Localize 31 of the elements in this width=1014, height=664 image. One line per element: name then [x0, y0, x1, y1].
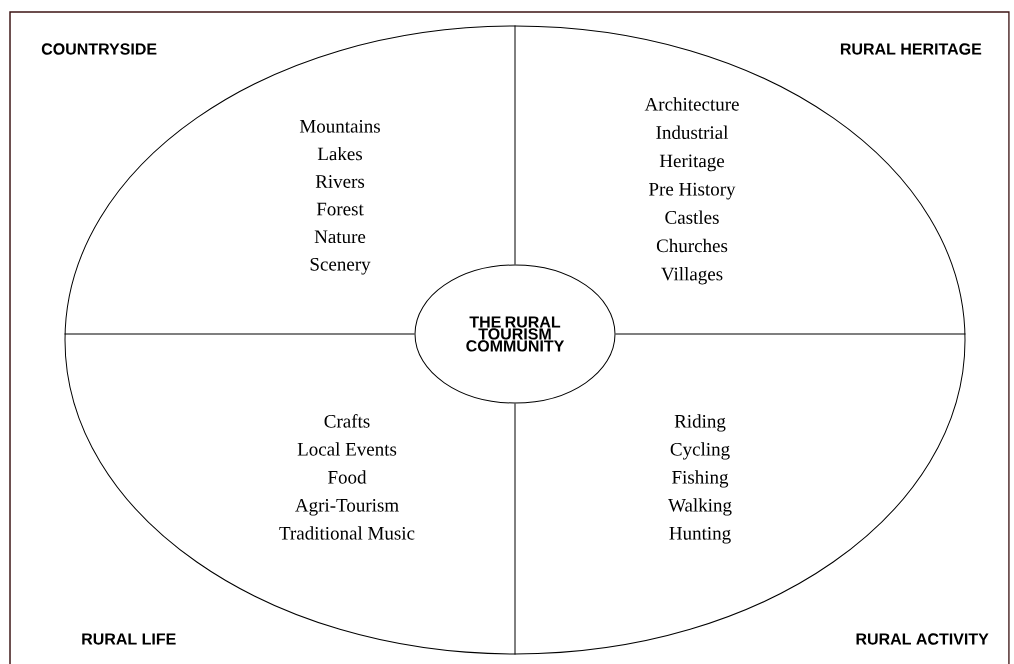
- list-item: Industrial: [656, 125, 729, 139]
- list-item: Fishing: [672, 470, 729, 488]
- list-item: Mountains: [299, 119, 380, 133]
- divider-line: [514, 25, 516, 265]
- divider-line: [615, 333, 966, 335]
- list-item: Architecture: [644, 97, 739, 111]
- list-item: Riding: [674, 414, 726, 432]
- list-item: Heritage: [659, 154, 725, 172]
- list-item: Rivers: [315, 175, 365, 188]
- list-item: Lakes: [317, 146, 362, 161]
- list-item: Forest: [316, 202, 364, 216]
- list-item: Walking: [668, 498, 732, 516]
- list-item: Hunting: [669, 526, 731, 544]
- quadrant-heading: RURAL HERITAGE: [840, 43, 982, 55]
- list-item: Villages: [661, 267, 723, 285]
- list-item: Traditional Music: [279, 526, 415, 540]
- list-item: Local Events: [297, 442, 397, 456]
- list-item: Pre History: [649, 182, 736, 200]
- list-item: Cycling: [670, 442, 730, 460]
- list-item: Nature: [314, 230, 366, 244]
- quadrant-heading: RURAL LIFE: [82, 633, 176, 645]
- list-item: Crafts: [324, 414, 370, 428]
- quadrant-heading: COUNTRYSIDE: [41, 43, 157, 55]
- list-item: Castles: [665, 210, 719, 224]
- divider-line: [514, 403, 516, 655]
- quadrant-heading: RURAL ACTIVITY: [856, 633, 989, 645]
- list-item: Agri-Tourism: [295, 498, 399, 516]
- list-item: Scenery: [310, 257, 371, 275]
- list-item: Food: [328, 470, 367, 484]
- list-item: Churches: [656, 238, 728, 253]
- divider-line: [64, 333, 415, 335]
